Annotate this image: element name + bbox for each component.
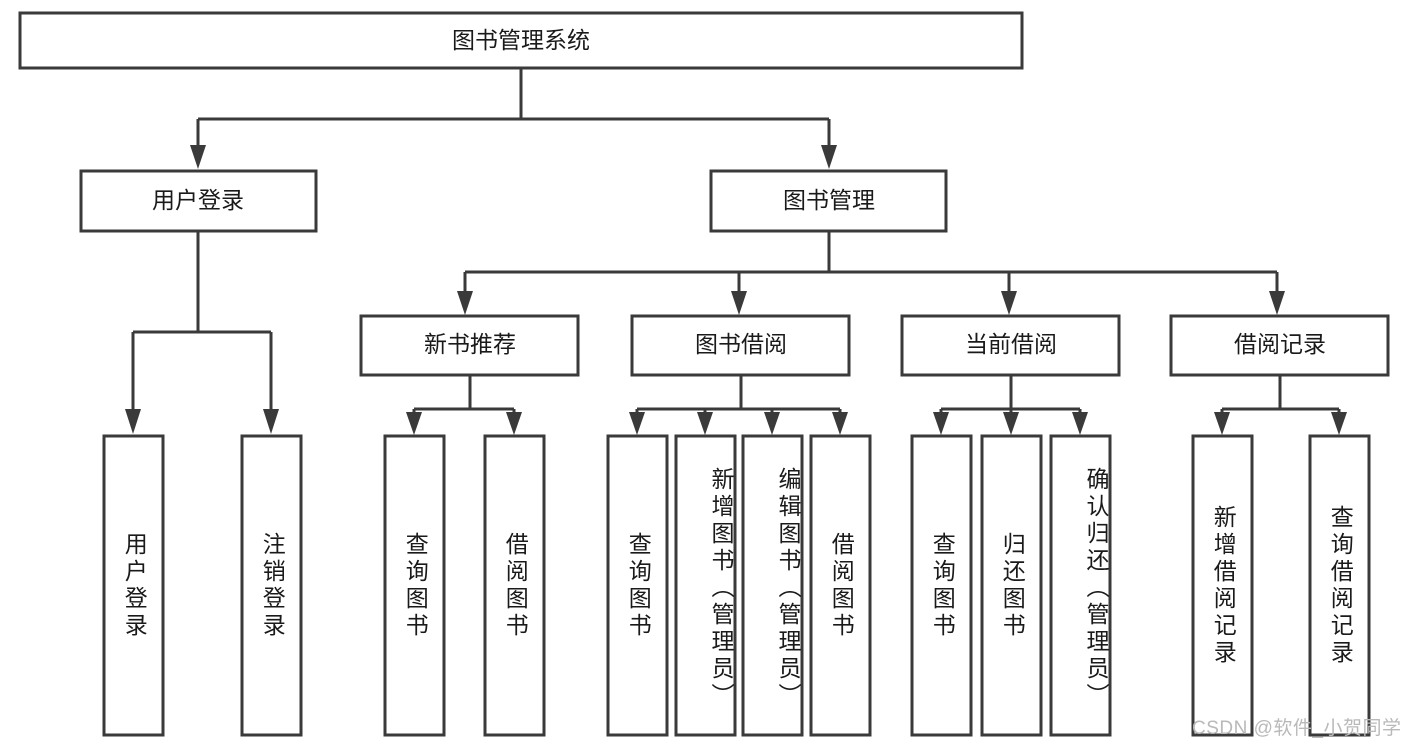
arrow-head-to-new-book-rec <box>457 291 473 315</box>
arrow-head-leaf-query-book-b <box>629 412 645 435</box>
leaf-box-logout[interactable] <box>240 434 303 737</box>
leaf-box-br-add-record[interactable] <box>1191 434 1254 737</box>
node-borrow-record-box[interactable] <box>1169 314 1390 377</box>
node-user-login-label: 用户登录 <box>152 187 244 213</box>
arrow-head-leaf-query-book-c <box>933 412 949 435</box>
arrow-head-to-user-login <box>190 145 206 169</box>
arrow-head-to-book-manage <box>821 145 837 169</box>
node-current-borrow-box[interactable] <box>900 314 1121 377</box>
node-book-borrow-label: 图书借阅 <box>695 331 787 357</box>
arrow-head-leaf-add-book <box>697 412 713 435</box>
leaf-box-bb-borrow-book[interactable] <box>809 434 872 737</box>
leaf-box-user-login[interactable] <box>102 434 165 737</box>
arrow-head-leaf-return-book <box>1003 412 1019 435</box>
node-book-manage-box[interactable] <box>709 169 948 233</box>
arrow-head-leaf-borrow-book-b <box>832 412 848 435</box>
arrow-head-leaf-query-record <box>1331 412 1347 435</box>
leaf-box-cb-query-book[interactable] <box>910 434 973 737</box>
arrow-head-leaf-query-book-a <box>406 412 422 435</box>
leaf-box-bb-edit-book[interactable] <box>741 434 804 737</box>
leaf-box-bb-add-book[interactable] <box>674 434 737 737</box>
node-new-book-rec-label: 新书推荐 <box>424 331 516 357</box>
arrow-head-leaf-user-login <box>125 409 141 434</box>
arrow-head-to-book-borrow <box>731 291 747 315</box>
leaf-box-nbr-borrow-book[interactable] <box>483 434 546 737</box>
leaf-box-br-query-record[interactable] <box>1308 434 1371 737</box>
node-current-borrow-label: 当前借阅 <box>965 331 1057 357</box>
arrow-head-leaf-add-record <box>1214 412 1230 435</box>
node-borrow-record-label: 借阅记录 <box>1234 331 1326 357</box>
node-new-book-rec-box[interactable] <box>359 314 580 377</box>
arrow-head-leaf-confirm-return <box>1072 412 1088 435</box>
leaf-box-nbr-query-book[interactable] <box>383 434 446 737</box>
arrow-head-to-current-borrow <box>1001 291 1017 315</box>
arrow-head-leaf-edit-book <box>764 412 780 435</box>
arrow-head-leaf-logout <box>263 409 279 434</box>
node-root-label: 图书管理系统 <box>452 27 590 53</box>
arrow-head-to-borrow-record <box>1269 291 1285 315</box>
leaf-box-bb-query-book[interactable] <box>606 434 669 737</box>
node-book-manage-label: 图书管理 <box>783 187 875 213</box>
node-root-box[interactable] <box>18 11 1024 70</box>
leaf-box-cb-return-book[interactable] <box>980 434 1043 737</box>
watermark-text: CSDN @软件_小贺同学 <box>1192 718 1402 739</box>
node-book-borrow-box[interactable] <box>630 314 851 377</box>
leaf-box-cb-confirm-return[interactable] <box>1049 434 1112 737</box>
arrow-head-leaf-borrow-book-a <box>506 412 522 435</box>
